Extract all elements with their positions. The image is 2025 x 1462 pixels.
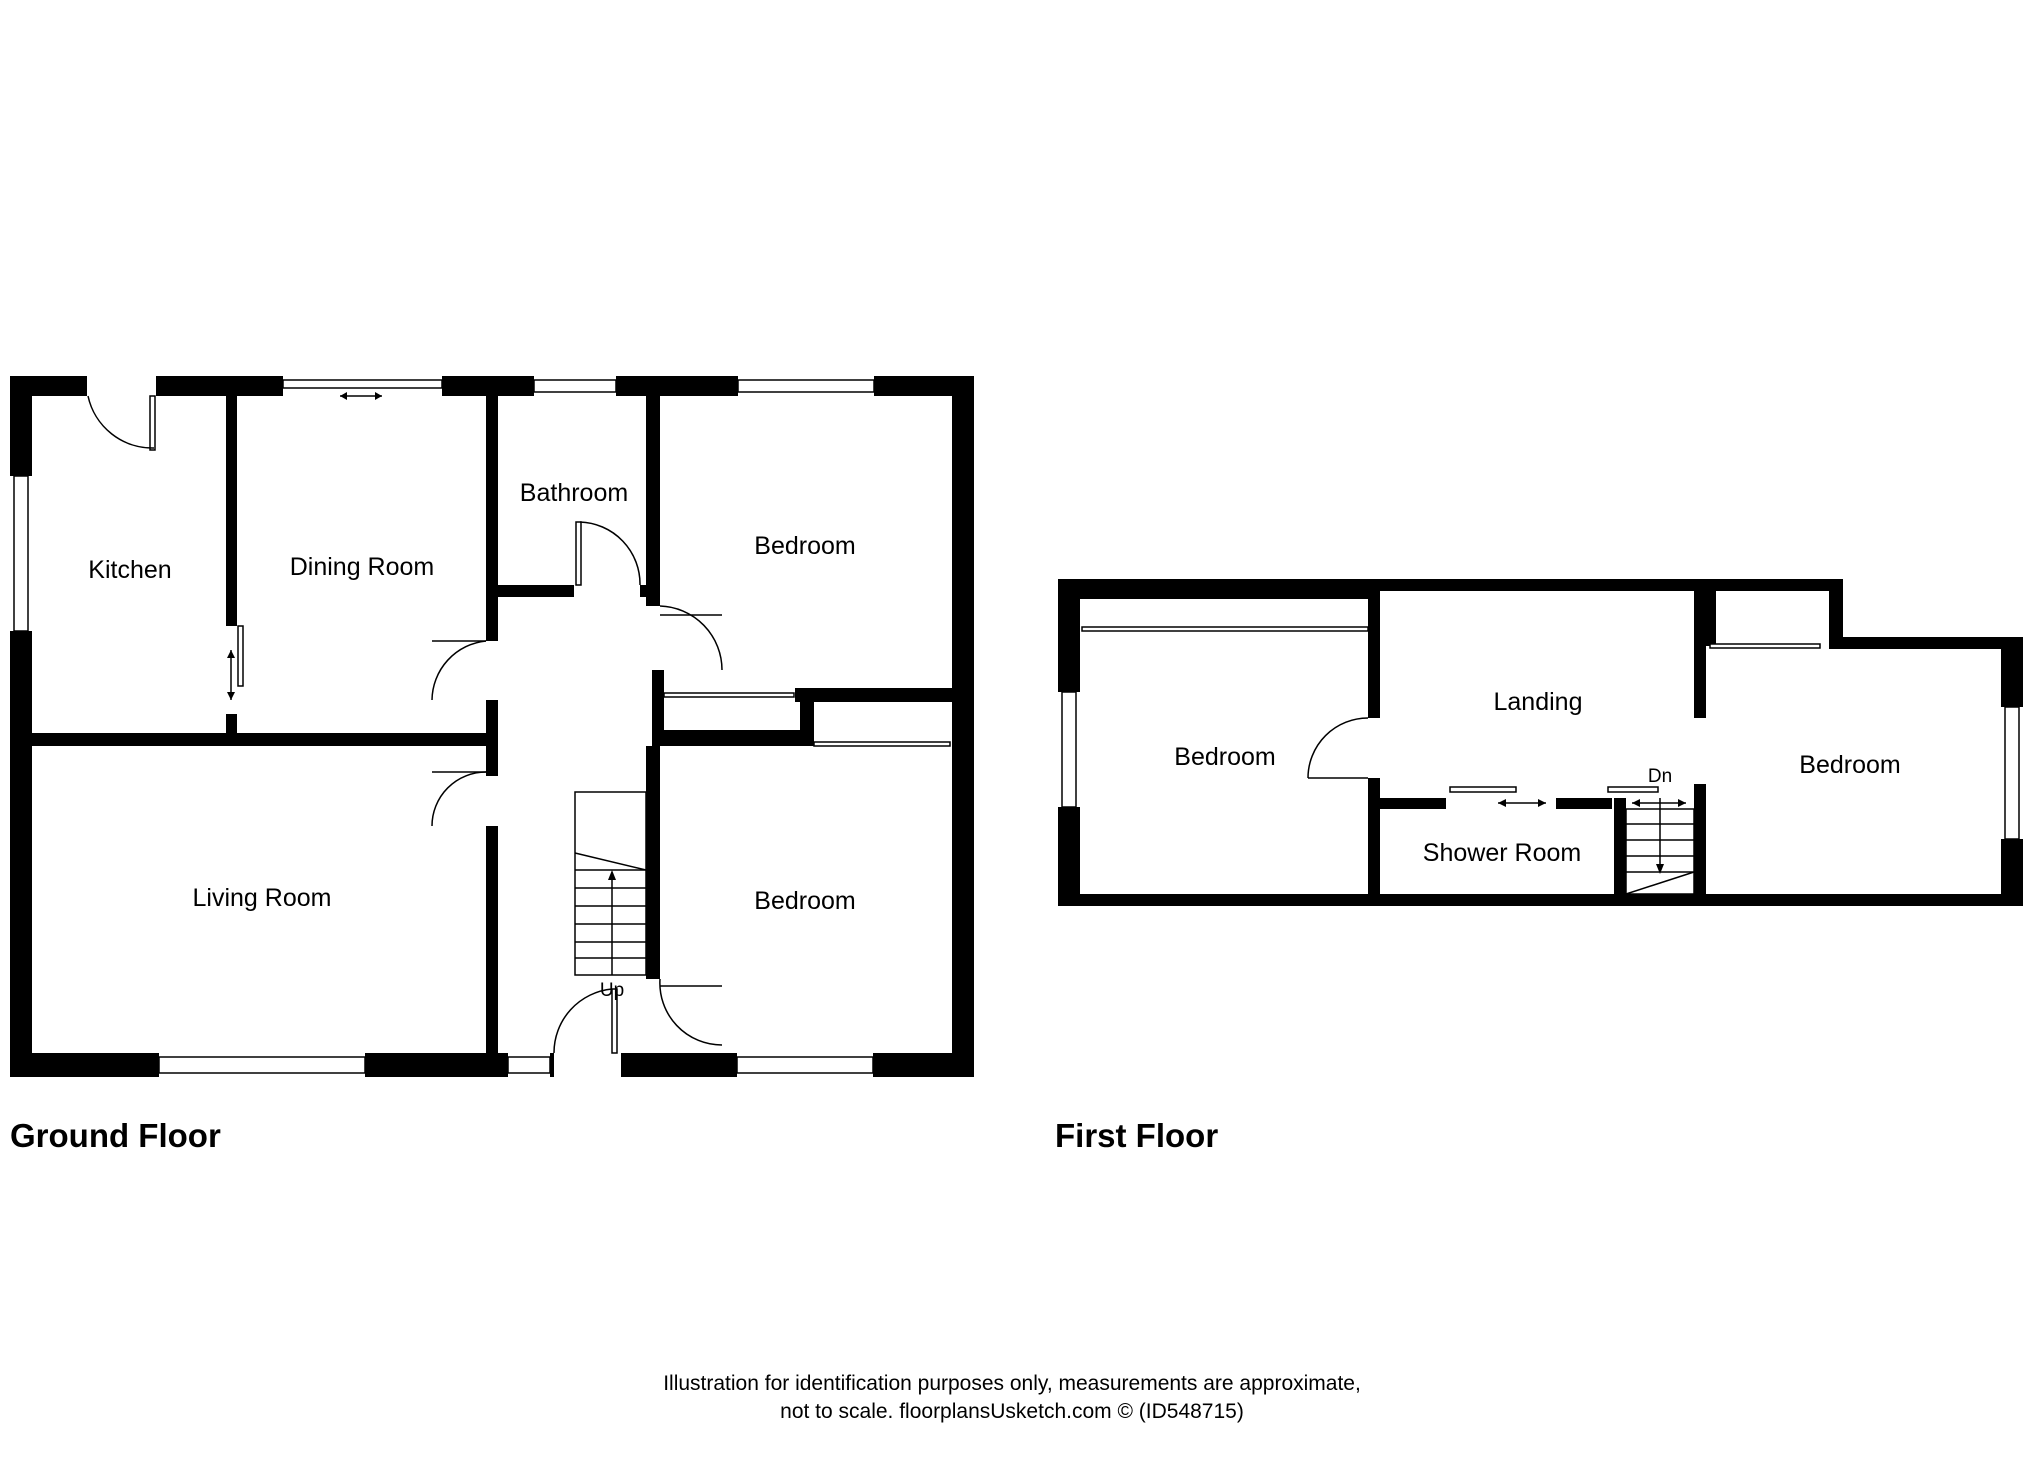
ff-wall-wardrobe-right	[1706, 591, 1716, 646]
ff-wall-landing-bedroom-2	[1694, 784, 1706, 906]
gf-wall-dining-hall-2	[486, 700, 498, 746]
gf-room-living: Living Room	[193, 884, 332, 912]
door-dining[interactable]	[431, 640, 487, 701]
gf-wardrobe-door-rear	[663, 692, 795, 698]
ff-wardrobe-door-left	[1081, 626, 1369, 632]
sliding-door-arrow-icon	[1498, 799, 1546, 807]
gf-window-bottom-living	[158, 1056, 366, 1074]
gf-window-bottom-bedroom	[736, 1056, 874, 1074]
ff-wall-right-1	[2001, 637, 2023, 707]
gf-wall-hall-right-stub	[652, 670, 664, 688]
gf-wall-top-2	[156, 376, 283, 396]
gf-wall-kitchen-dining-low	[226, 714, 237, 742]
gf-wall-bottom-4	[621, 1053, 737, 1077]
gf-wall-hall-right-1	[652, 688, 664, 735]
gf-staircase	[574, 791, 647, 976]
ff-room-bedroom-right: Bedroom	[1799, 751, 1900, 779]
ff-wall-top-right	[1829, 637, 2023, 649]
ff-wall-bedroom-landing-2	[1368, 778, 1380, 906]
gf-wall-hall-bedroom-front	[646, 746, 660, 979]
ff-sliding-door-shower	[1449, 786, 1517, 793]
gf-wall-cupboard-bottom	[652, 730, 807, 746]
ff-wall-right-2	[2001, 839, 2023, 906]
ff-wall-top-step	[1829, 579, 1843, 637]
gf-wall-kitchen-dining	[226, 396, 237, 626]
gf-room-kitchen: Kitchen	[88, 556, 171, 584]
gf-wall-cupboard-divider	[800, 700, 814, 746]
ff-wall-left-2	[1058, 807, 1080, 906]
gf-wall-bedroom-rear-bottom	[795, 688, 974, 702]
gf-wall-top-3	[442, 376, 534, 396]
ff-room-shower: Shower Room	[1423, 839, 1581, 867]
gf-wall-dining-hall-1	[486, 396, 498, 641]
gf-wall-living-hall-1	[486, 746, 498, 776]
ff-wall-bottom	[1058, 894, 2023, 906]
gf-window-bottom-hall	[507, 1056, 551, 1074]
gf-window-left-kitchen	[13, 475, 29, 632]
ff-wall-top	[1058, 579, 1841, 591]
gf-window-top-bathroom	[533, 379, 617, 393]
gf-wall-bottom-1	[10, 1053, 159, 1077]
gf-window-top-dining	[282, 379, 443, 389]
ff-wall-shower-top-2	[1556, 798, 1612, 809]
ff-wall-wardrobe-top	[1080, 591, 1368, 599]
door-front-entrance[interactable]	[553, 988, 618, 1054]
ff-room-landing: Landing	[1494, 688, 1583, 716]
first-floor-title: First Floor	[1055, 1117, 1218, 1154]
ff-wall-bedroom-landing-1	[1368, 591, 1380, 718]
ff-stairs-label: Dn	[1648, 766, 1672, 787]
ff-wall-left-1	[1058, 579, 1080, 692]
first-floor-plan: Bedroom Landing Shower Room Bedroom Dn F…	[1055, 579, 2023, 1154]
gf-wall-mid-horizontal	[10, 733, 493, 746]
ff-window-right	[2004, 706, 2020, 840]
gf-stairs-label: Up	[600, 980, 624, 1001]
sliding-door-arrow-icon	[227, 650, 235, 700]
gf-wall-bathroom-bedroom	[646, 396, 660, 606]
door-bedroom-rear[interactable]	[659, 605, 723, 671]
gf-room-bathroom: Bathroom	[520, 479, 628, 507]
ff-wall-shower-top-1	[1380, 798, 1446, 809]
ff-door-bedroom-left[interactable]	[1307, 717, 1369, 779]
ff-wall-landing-bedroom-1	[1694, 591, 1706, 718]
gf-wall-bottom-5	[873, 1053, 974, 1077]
gf-wall-right	[952, 376, 974, 1077]
ground-floor-plan: Kitchen Dining Room Bathroom Bedroom Liv…	[10, 376, 974, 1154]
gf-wall-top-5	[874, 376, 974, 396]
gf-room-bedroom-rear: Bedroom	[754, 532, 855, 560]
sliding-door-arrow-icon	[340, 392, 382, 400]
gf-wardrobe-door-front	[813, 741, 951, 747]
ff-room-bedroom-left: Bedroom	[1174, 743, 1275, 771]
gf-room-dining: Dining Room	[290, 553, 435, 581]
gf-wall-bottom-2	[365, 1053, 508, 1077]
gf-sliding-door-kitchen	[237, 625, 244, 687]
door-bedroom-front[interactable]	[659, 978, 723, 1046]
door-kitchen-exterior[interactable]	[87, 395, 156, 451]
door-bathroom[interactable]	[575, 521, 641, 586]
ff-wardrobe-door-right	[1709, 643, 1821, 649]
gf-wall-bathroom-bottom	[486, 585, 574, 597]
disclaimer-line-1: Illustration for identification purposes…	[663, 1372, 1361, 1395]
disclaimer-line-2: not to scale. floorplansUsketch.com © (I…	[780, 1400, 1244, 1423]
gf-room-bedroom-front: Bedroom	[754, 887, 855, 915]
ff-window-left	[1061, 691, 1077, 808]
gf-wall-left-2	[10, 631, 32, 1077]
gf-wall-top-4	[616, 376, 738, 396]
door-living[interactable]	[431, 771, 487, 827]
ground-floor-title: Ground Floor	[10, 1117, 221, 1154]
gf-wall-bottom-3	[550, 1053, 554, 1077]
ff-staircase	[1607, 786, 1695, 895]
gf-wall-left-1	[10, 376, 32, 476]
gf-wall-living-hall-2	[486, 826, 498, 1053]
gf-window-top-bedroom	[737, 379, 875, 393]
ff-wall-shower-stairs	[1614, 798, 1626, 906]
